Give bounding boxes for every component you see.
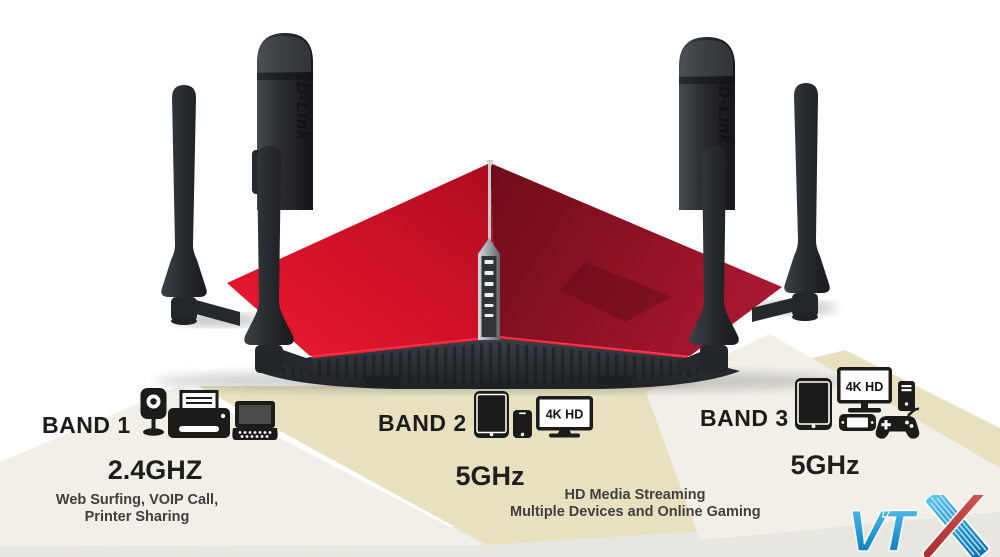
band3-frequency: 5GHz bbox=[790, 450, 860, 480]
band2-row: BAND 2 4K HD bbox=[378, 388, 608, 443]
smartphone-icon bbox=[513, 410, 532, 438]
game-controller-icon bbox=[875, 407, 920, 439]
footnote-line2: Multiple Devices and Online Gaming bbox=[510, 504, 761, 520]
printer-icon bbox=[168, 390, 230, 438]
band3-row: BAND 3 4K HD bbox=[700, 364, 950, 444]
band2-label: BAND 2 bbox=[378, 410, 467, 436]
band1-frequency: 2.4GHZ bbox=[107, 455, 203, 485]
footnote-line1: HD Media Streaming bbox=[564, 487, 706, 503]
band1-beam bbox=[0, 386, 485, 546]
laptop-icon bbox=[232, 401, 278, 440]
vtx-watermark-logo: VT bbox=[846, 495, 991, 557]
vtx-x-red-stroke bbox=[922, 495, 987, 557]
monitor-4k-badge: 4K HD bbox=[846, 380, 884, 394]
router-body bbox=[227, 160, 782, 389]
media-player-icon bbox=[839, 414, 876, 431]
band1-description: Web Surfing, VOIP Call, Printer Sharing bbox=[37, 492, 237, 526]
monitor-4k-icon: 4K HD bbox=[837, 367, 892, 413]
tv-4k-badge: 4K HD bbox=[546, 408, 584, 422]
led-lights bbox=[484, 260, 494, 317]
tablet-icon bbox=[795, 378, 832, 430]
antenna-front-left bbox=[244, 146, 312, 374]
antenna-far-right bbox=[752, 83, 830, 322]
desktop-tower-icon bbox=[898, 381, 915, 411]
tv-4k-icon: 4K HD bbox=[536, 396, 593, 438]
band3-label: BAND 3 bbox=[700, 405, 789, 431]
band1-desc-line2: Printer Sharing bbox=[84, 509, 190, 525]
vtx-letters-vt: VT bbox=[847, 499, 919, 557]
antenna-far-left bbox=[161, 85, 240, 326]
dlink-label-right: D-Link bbox=[715, 86, 734, 145]
led-strip bbox=[478, 160, 500, 340]
dlink-label-left: D-Link bbox=[293, 82, 312, 141]
band2-frequency: 5GHz bbox=[455, 461, 525, 491]
band1-label: BAND 1 bbox=[42, 412, 131, 438]
antenna-front-right bbox=[676, 146, 739, 374]
tablet-icon bbox=[474, 391, 509, 438]
footnote: HD Media Streaming Multiple Devices and … bbox=[510, 487, 761, 521]
band1-row: BAND 1 bbox=[42, 386, 292, 446]
ip-camera-icon bbox=[140, 388, 167, 436]
band1-desc-line1: Web Surfing, VOIP Call, bbox=[55, 492, 219, 508]
